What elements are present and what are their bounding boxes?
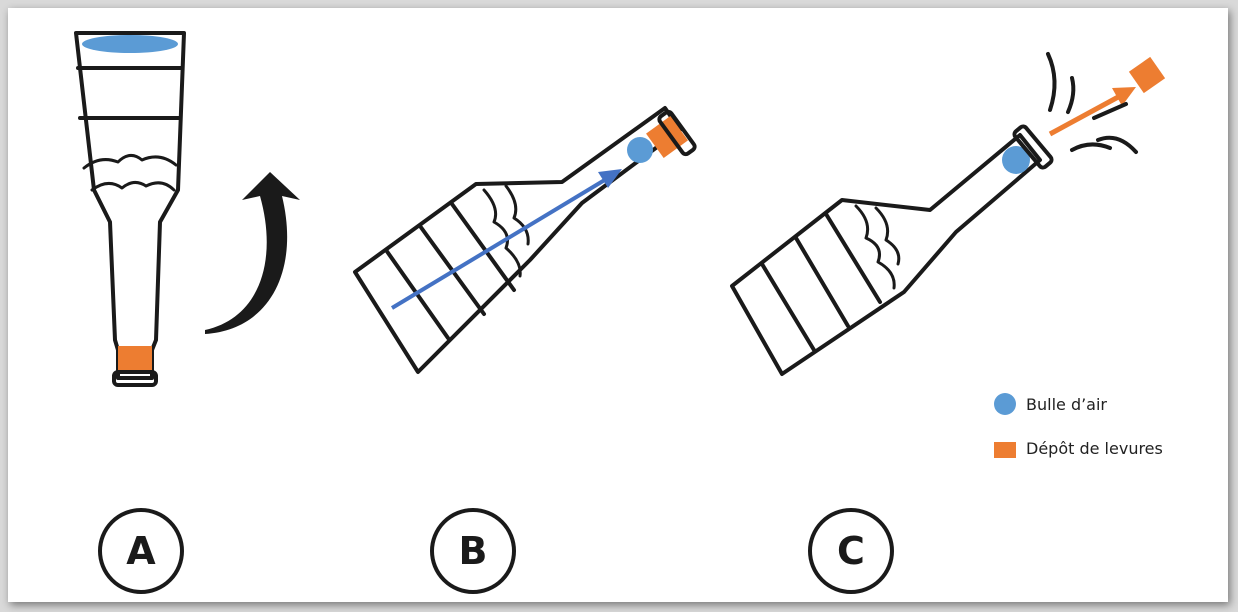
diagram-frame: Bulle d’air Dépôt de levures A B C <box>8 8 1228 602</box>
bottle-a-yeast-deposit <box>118 346 152 370</box>
bottle-b-air-bubble <box>627 137 653 163</box>
legend-yeast-deposit-label: Dépôt de levures <box>1026 439 1163 458</box>
bottle-b <box>355 108 696 372</box>
legend-air-bubble-label: Bulle d’air <box>1026 395 1107 414</box>
diagram-canvas <box>8 8 1228 602</box>
legend-yeast-deposit-icon <box>994 442 1016 458</box>
step-a-label: A <box>98 508 184 594</box>
step-c-label: C <box>808 508 894 594</box>
bottle-c <box>732 54 1165 374</box>
bottle-a-air-bubble <box>82 35 178 53</box>
step-b-label: B <box>430 508 516 594</box>
rotation-arrow <box>205 172 300 334</box>
bottle-c-ejection-arrow <box>1050 96 1120 134</box>
bottle-a <box>76 33 184 385</box>
legend-air-bubble-icon <box>994 393 1016 415</box>
